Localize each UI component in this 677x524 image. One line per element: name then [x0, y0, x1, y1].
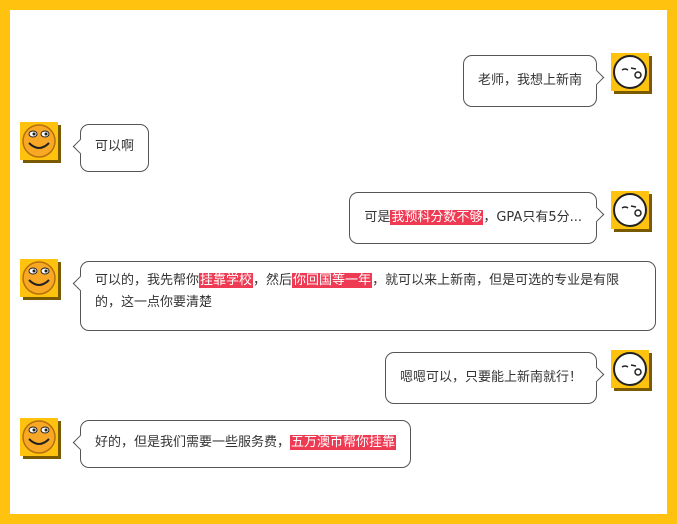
- message-text: ，就可以来上新南，但是可选的专业是有限的，这一点你要清楚: [95, 273, 620, 310]
- student-avatar: [611, 53, 649, 91]
- message-text: 可是: [364, 210, 391, 225]
- message-text: 可以啊: [95, 139, 135, 154]
- message-bubble-teacher: 好的，但是我们需要一些服务费，五万澳币帮你挂靠: [72, 420, 412, 468]
- whistling-face-icon: [613, 352, 647, 386]
- student-avatar: [611, 350, 649, 388]
- teacher-avatar: [20, 122, 58, 160]
- message-text: ，GPA只有5分...: [483, 210, 582, 225]
- whistling-face-icon: [613, 193, 647, 227]
- whistling-face-icon: [613, 55, 647, 89]
- bubble-tail: [588, 69, 605, 86]
- student-avatar: [611, 191, 649, 229]
- highlighted-text: 你回国等一年: [292, 273, 373, 288]
- teacher-avatar: [20, 418, 58, 456]
- chat-frame: 老师，我想上新南 可以啊 可是我预科分数不够，GPA只有5分...: [10, 10, 667, 514]
- message-bubble-student: 老师，我想上新南: [462, 55, 605, 107]
- highlighted-text: 挂靠学校: [199, 273, 254, 288]
- message-bubble-student: 嗯嗯可以，只要能上新南就行！: [384, 352, 605, 404]
- message-text: 好的，但是我们需要一些服务费，: [95, 435, 291, 450]
- bubble-tail: [588, 366, 605, 383]
- message-bubble-teacher: 可以啊: [72, 124, 150, 172]
- message-text: 可以的，我先帮你: [95, 273, 200, 288]
- bubble-tail: [72, 138, 89, 155]
- smiling-face-icon: [22, 420, 56, 454]
- message-text: ，然后: [253, 273, 293, 288]
- bubble-tail: [72, 275, 89, 292]
- bubble-tail: [72, 434, 89, 451]
- smiling-face-icon: [22, 261, 56, 295]
- message-text: 老师，我想上新南: [477, 73, 582, 88]
- message-text: 嗯嗯可以，只要能上新南就行！: [399, 370, 582, 385]
- bubble-tail: [588, 206, 605, 223]
- highlighted-text: 五万澳币帮你挂靠: [290, 435, 397, 450]
- message-bubble-teacher: 可以的，我先帮你挂靠学校，然后你回国等一年，就可以来上新南，但是可选的专业是有限…: [72, 261, 656, 331]
- smiling-face-icon: [22, 124, 56, 158]
- message-bubble-student: 可是我预科分数不够，GPA只有5分...: [349, 192, 605, 244]
- highlighted-text: 我预科分数不够: [390, 210, 484, 225]
- teacher-avatar: [20, 259, 58, 297]
